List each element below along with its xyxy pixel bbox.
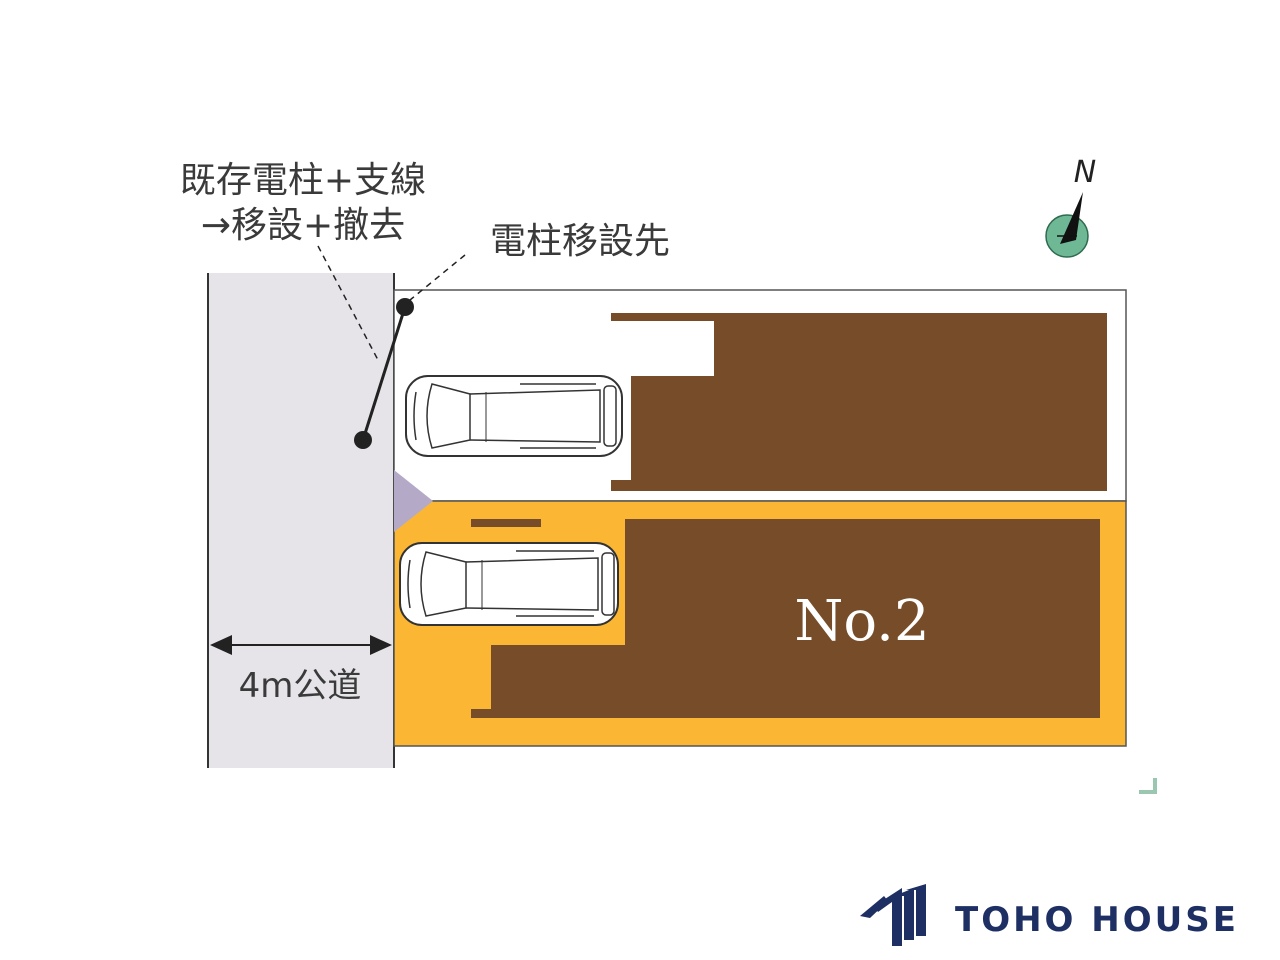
dimension-arrow-right: [370, 635, 392, 655]
lot-2-mark: [471, 519, 541, 527]
car-1: [405, 375, 623, 457]
existing-pole-label-2: →移設+撤去: [201, 205, 405, 246]
existing-pole-label-1: 既存電柱+支線: [180, 160, 426, 201]
brand-mark-icon: [860, 884, 926, 946]
north-label: N: [1074, 155, 1096, 190]
car-2: [399, 542, 619, 626]
north-compass: N: [1045, 155, 1096, 258]
road-label: 4m公道: [239, 666, 362, 706]
existing-pole-dot: [354, 431, 372, 449]
brand-logo: TOHO HOUSE: [860, 884, 1239, 946]
brand-name: TOHO HOUSE: [955, 900, 1239, 940]
corner-cut: [394, 470, 433, 532]
corner-mark: [1139, 778, 1157, 794]
public-road: [208, 273, 394, 768]
leader-pole-destination: [409, 254, 466, 301]
lot-2-building: [471, 519, 1100, 718]
pole-destination-label: 電柱移設先: [490, 221, 670, 262]
lot-2-number: No.2: [794, 589, 929, 654]
pole-guy-wire: [361, 306, 407, 441]
dimension-arrow-left: [210, 635, 232, 655]
lot-1-building: [611, 313, 1107, 491]
pole-destination-dot: [396, 298, 414, 316]
